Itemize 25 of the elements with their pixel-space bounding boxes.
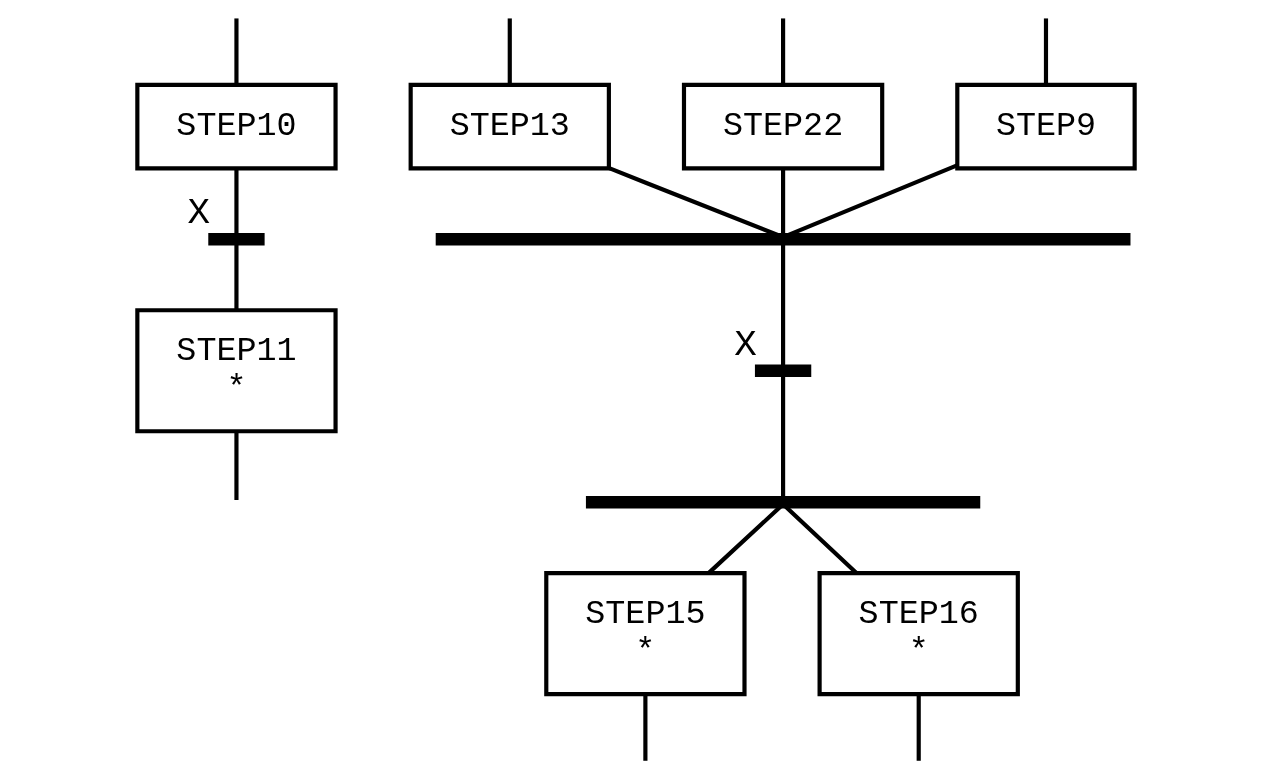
node-box: STEP9 bbox=[955, 82, 1137, 171]
node-bar bbox=[754, 364, 812, 377]
connector bbox=[916, 694, 921, 761]
node-box: STEP13 bbox=[408, 82, 611, 171]
connector bbox=[643, 694, 648, 761]
connector bbox=[781, 168, 786, 236]
connector bbox=[234, 243, 239, 310]
connector bbox=[234, 18, 239, 85]
node-box: STEP10 bbox=[135, 82, 338, 171]
node-box: STEP15 * bbox=[544, 571, 747, 697]
node-bar bbox=[585, 495, 981, 509]
connector bbox=[234, 431, 239, 500]
node-box: STEP16 * bbox=[817, 571, 1020, 697]
node-bar bbox=[435, 233, 1131, 246]
node-label: X bbox=[734, 323, 757, 366]
connector bbox=[1043, 18, 1049, 85]
node-box: STEP22 bbox=[681, 82, 885, 171]
connector bbox=[781, 375, 786, 498]
connector bbox=[781, 243, 786, 366]
node-bar bbox=[208, 233, 265, 246]
connector bbox=[507, 18, 512, 85]
connector bbox=[781, 18, 786, 85]
node-label: X bbox=[187, 192, 211, 235]
connector bbox=[234, 168, 239, 236]
node-box: STEP11 * bbox=[135, 308, 338, 434]
